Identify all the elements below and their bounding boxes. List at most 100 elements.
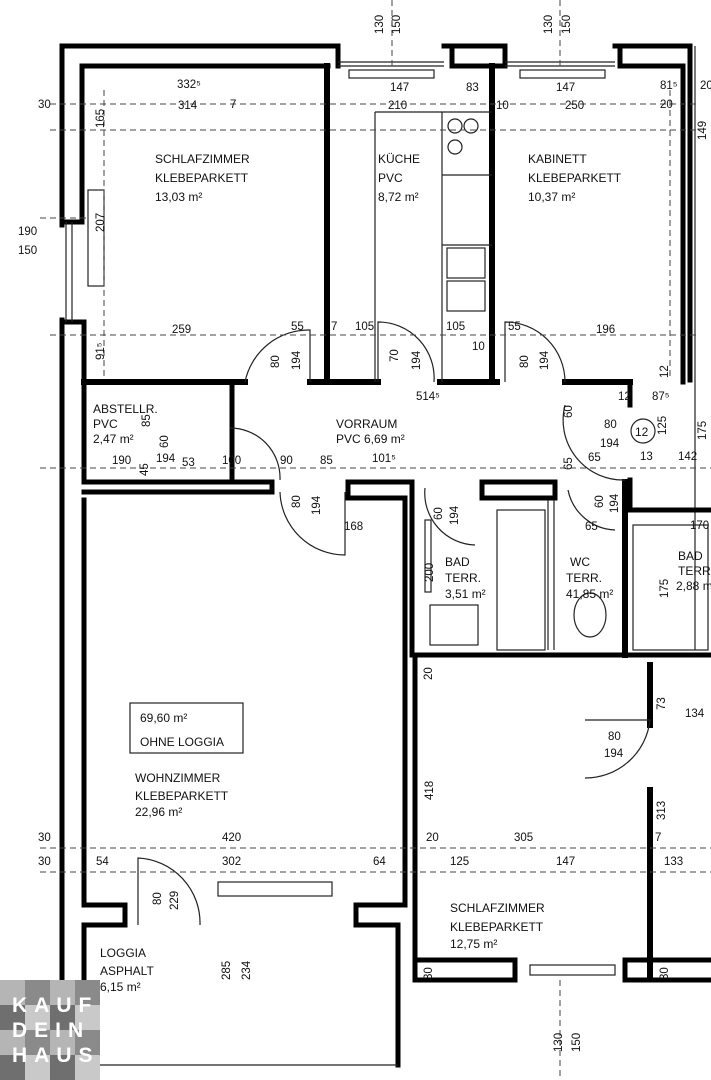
room-name: WC [570, 555, 590, 569]
dimension-label: 150 [571, 1033, 583, 1052]
dimension-label: 65 [588, 452, 601, 464]
dimension-label: 194 [600, 438, 620, 450]
dimension-label: 70 [389, 349, 401, 362]
dimension-label: 234 [241, 960, 253, 980]
dimension-label: 332⁵ [177, 79, 201, 91]
dimension-label: 105 [355, 321, 374, 333]
dimension-label: 150 [18, 245, 37, 257]
room-floor: PVC 6,69 m² [336, 432, 405, 446]
dimension-label: 175 [659, 579, 671, 598]
dimension-label: 259 [172, 324, 191, 336]
dimension-label: 80 [291, 495, 303, 508]
dimension-label: 7 [331, 321, 337, 333]
dimension-label: 142 [678, 451, 697, 463]
dimension-label: 165 [95, 109, 107, 128]
dimension-label: 285 [221, 961, 233, 980]
dimension-label: 101⁵ [372, 453, 396, 465]
dimension-label: 194 [539, 350, 551, 370]
dimension-label: 194 [609, 493, 621, 513]
dimension-label: 12 [618, 391, 631, 403]
dimension-label: 150 [391, 15, 403, 34]
dimension-label: 55 [508, 321, 521, 333]
dimension-label: 30 [423, 967, 435, 980]
dimension-label: 194 [411, 350, 423, 370]
dimension-label: 130 [374, 15, 386, 34]
dimension-label: 190 [112, 455, 131, 467]
dimension-label: 54 [96, 856, 109, 868]
dimension-label: 130 [543, 15, 555, 34]
dimension-label: 194 [156, 453, 176, 465]
dimension-label: 30 [38, 832, 51, 844]
dimension-label: 133 [664, 856, 683, 868]
dimension-label: 200 [424, 563, 436, 582]
dimension-label: 83 [466, 82, 479, 94]
room-area: 8,72 m² [378, 190, 419, 204]
logo-line-1: KAUF [12, 994, 99, 1017]
dimension-label: 30 [38, 856, 51, 868]
dimension-label: 130 [553, 1033, 565, 1052]
dimension-label: 194 [291, 350, 303, 370]
dimension-label: 65 [585, 521, 598, 533]
dimension-label: 313 [656, 801, 668, 820]
dimension-label: 12 [659, 365, 671, 378]
dimension-label: 20 [660, 99, 673, 111]
dimension-label: 64 [373, 856, 386, 868]
dimension-label: 196 [596, 324, 615, 336]
dimension-label: 65 [563, 457, 575, 470]
dimension-label: 80 [519, 355, 531, 368]
room-floor: KLEBEPARKETT [155, 171, 249, 185]
dimension-label: 87⁵ [652, 391, 670, 403]
dimension-label: 7 [655, 832, 661, 844]
dimension-label: 194 [604, 748, 624, 760]
room-area: 3,51 m² [445, 587, 486, 601]
room-name: SCHLAFZIMMER [155, 152, 250, 166]
room-floor: ASPHALT [100, 964, 154, 978]
dimension-label: 91⁵ [95, 342, 107, 360]
dimension-label: 420 [222, 832, 241, 844]
dimension-label: 418 [424, 781, 436, 800]
room-name: BAD [445, 555, 470, 569]
dimension-label: 250 [565, 100, 584, 112]
dimension-label: 90 [280, 455, 293, 467]
dimension-label: 73 [656, 697, 668, 710]
room-labels: SCHLAFZIMMER KLEBEPARKETT 13,03 m² KÜCHE… [93, 152, 711, 994]
dimension-label: 190 [18, 226, 37, 238]
dimension-label: 13 [640, 451, 653, 463]
dimension-label: 80 [604, 419, 617, 431]
room-area: 6,15 m² [100, 980, 141, 994]
walls [40, 0, 711, 1080]
room-name: VORRAUM [336, 417, 397, 431]
dimension-label: 147 [556, 856, 575, 868]
room-name: BAD [678, 549, 703, 563]
room-area: 12,75 m² [450, 937, 497, 951]
dimension-label: 81⁵ [660, 80, 678, 92]
total-area: 69,60 m² [140, 711, 187, 725]
room-area: 10,37 m² [528, 190, 575, 204]
dimension-label: 85 [141, 414, 153, 427]
dimension-label: 60 [563, 405, 575, 418]
room-floor: KLEBEPARKETT [450, 920, 544, 934]
dimension-label: 100 [222, 455, 241, 467]
room-name: ABSTELLR. [93, 402, 158, 416]
dimension-label: 60 [594, 495, 606, 508]
dimension-label: 55 [291, 321, 304, 333]
room-floor: KLEBEPARKETT [135, 789, 229, 803]
stair-number: 12 [635, 425, 649, 439]
logo-line-2: DEIN [12, 1019, 91, 1042]
dimension-label: 53 [182, 457, 195, 469]
room-name: SCHLAFZIMMER [450, 901, 545, 915]
room-floor: KLEBEPARKETT [528, 171, 622, 185]
dimension-label: 85 [320, 455, 333, 467]
room-floor: TERR. [445, 571, 481, 585]
dimension-label: 80 [608, 731, 621, 743]
dimension-label: 20 [700, 80, 711, 92]
dimension-label: 514⁵ [416, 391, 440, 403]
dimension-label: 20 [426, 832, 439, 844]
dimension-label: 314 [178, 100, 198, 112]
total-area-note: OHNE LOGGIA [140, 735, 224, 749]
room-area: 13,03 m² [155, 190, 202, 204]
dimension-label: 147 [390, 82, 409, 94]
dimension-label: 20 [423, 667, 435, 680]
